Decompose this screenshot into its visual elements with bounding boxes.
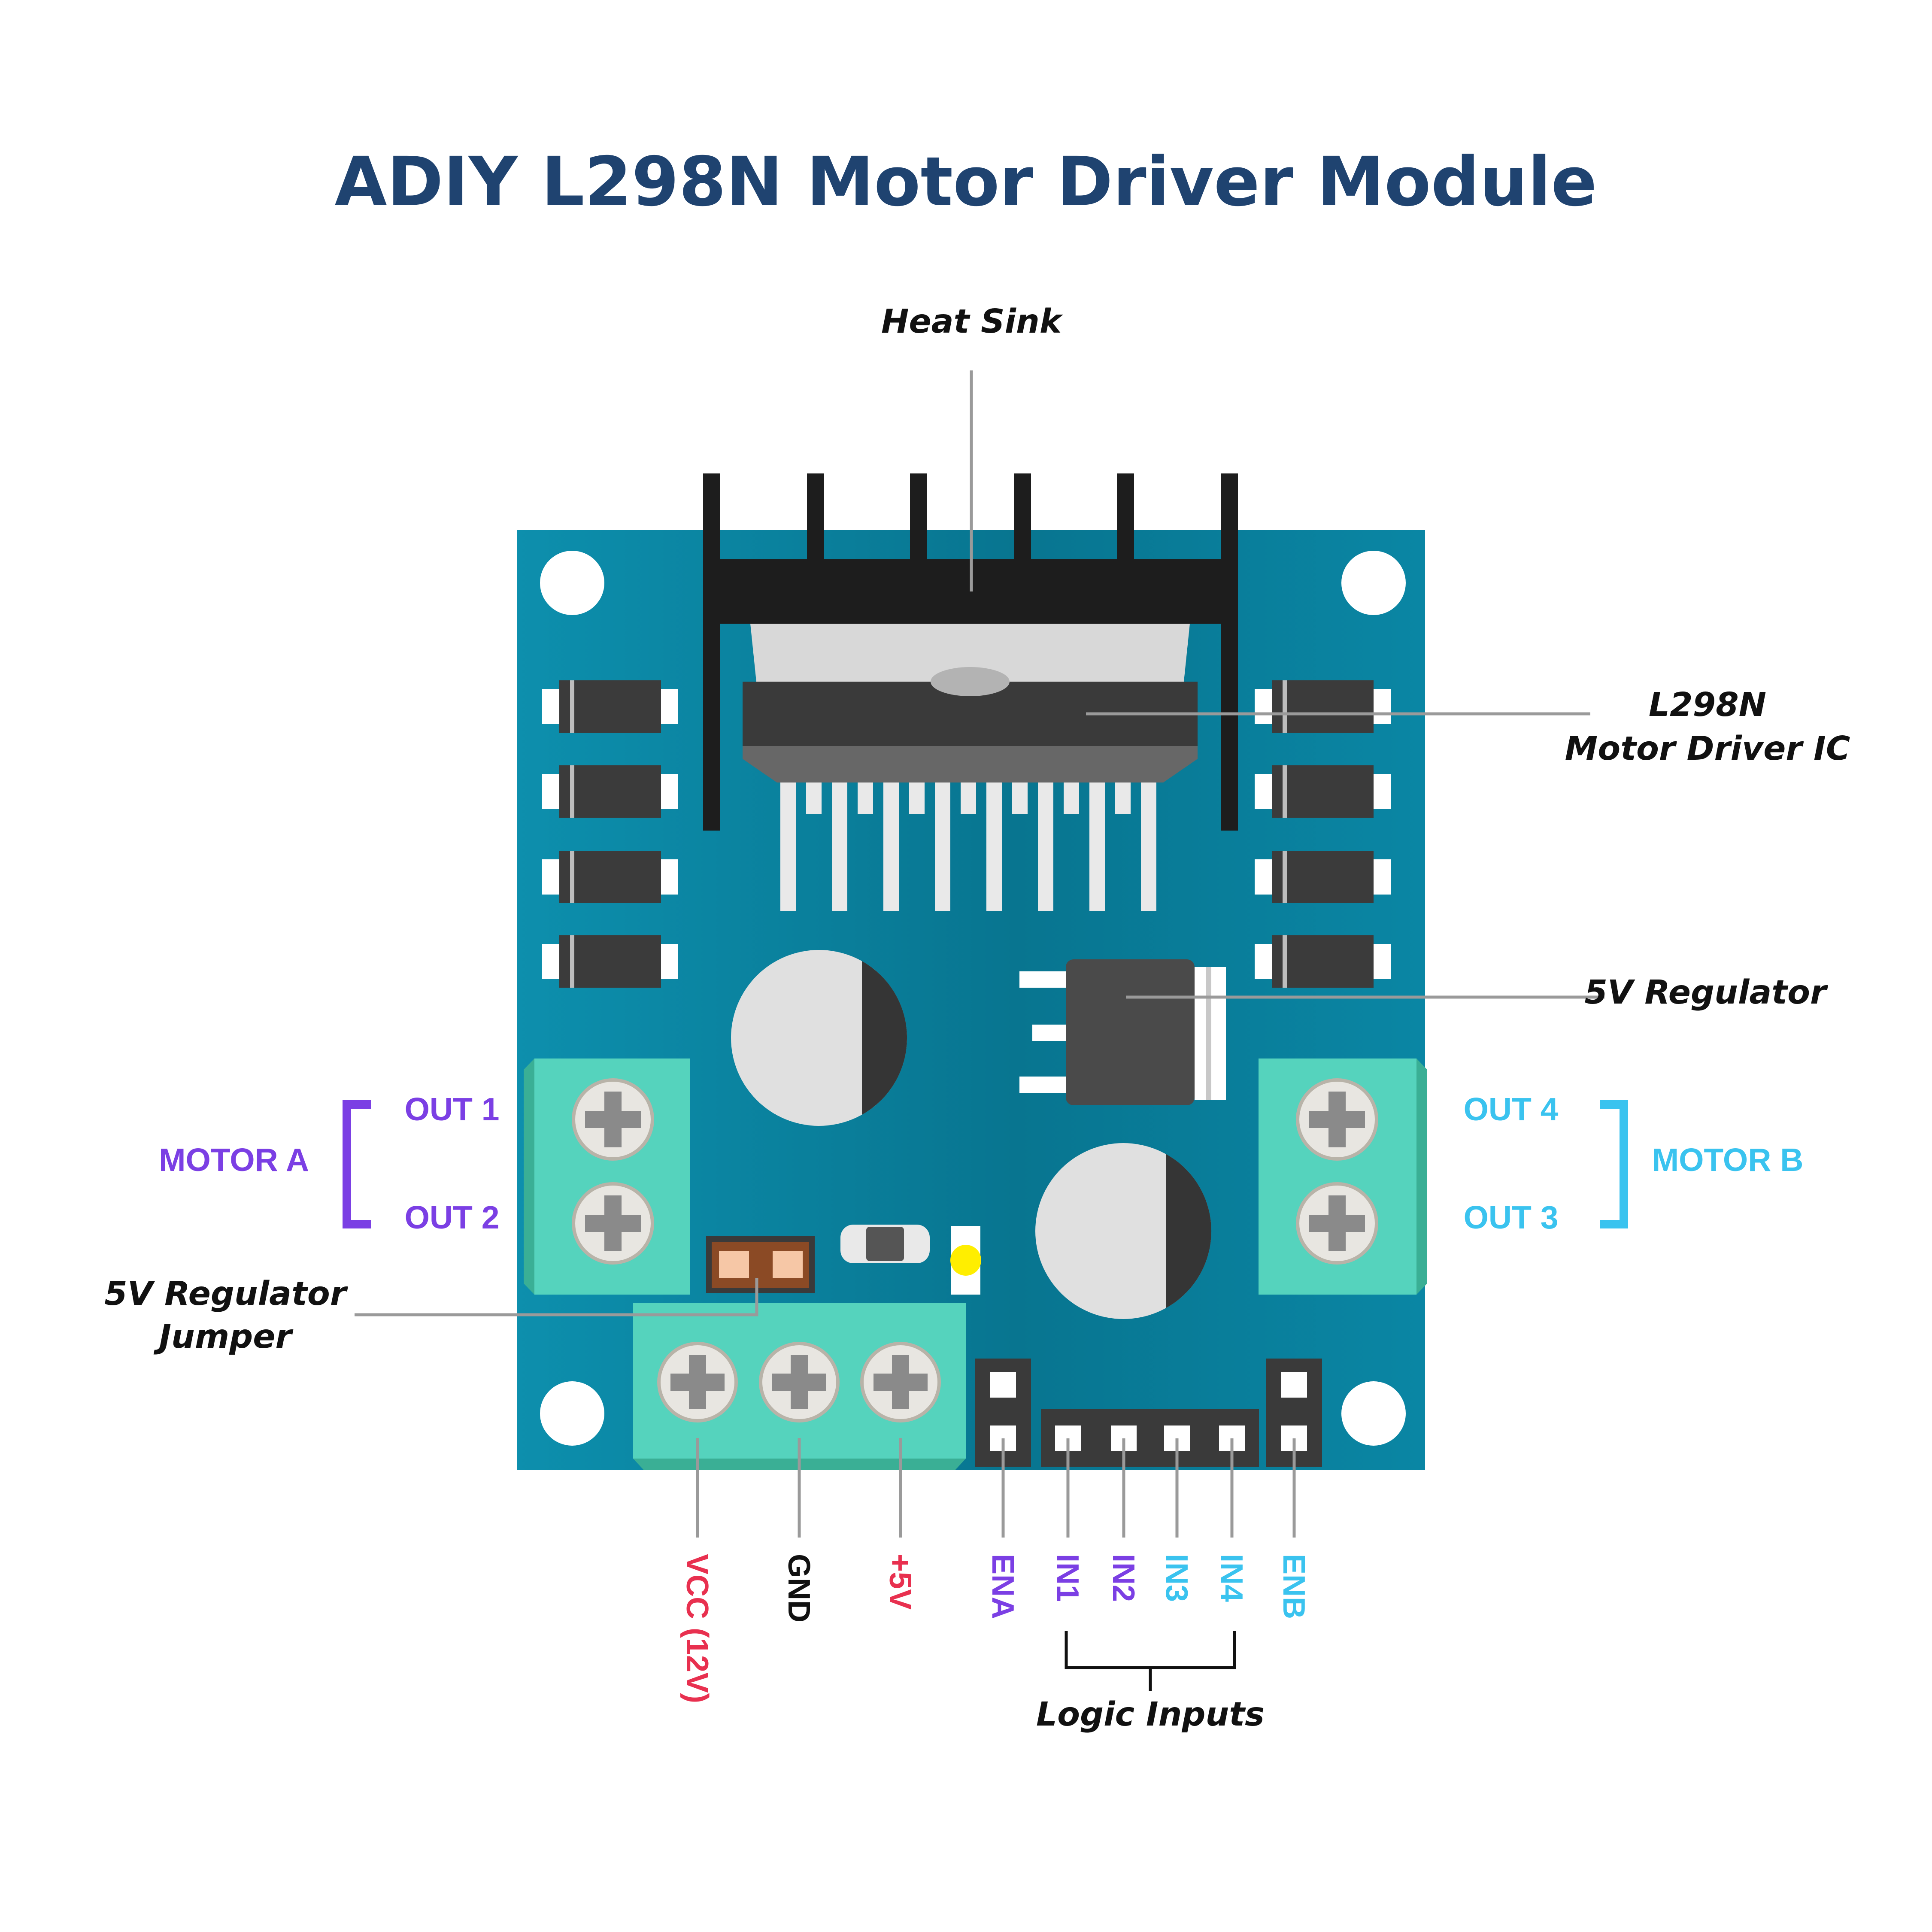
l298n-ic [743,624,1198,911]
diodes-left [542,680,678,988]
screw-out2 [572,1182,654,1265]
screw-5v [860,1342,941,1422]
screw-out1 [572,1078,654,1161]
capacitor-2 [1035,1143,1212,1319]
page-title: ADIY L298N Motor Driver Module [334,143,1597,221]
pin-label-in3: IN3 [1159,1554,1194,1602]
pin-label-vcc: VCC (12V) [680,1554,714,1703]
logic-inputs-bracket [1065,1631,1236,1691]
smd-resistor [840,1225,930,1263]
power-led [950,1226,981,1295]
out2-label: OUT 2 [405,1199,500,1235]
mounting-holes [540,551,1406,1446]
jumper-label-line1: 5V Regulator [104,1275,348,1313]
motor-a-label: MOTOR A [159,1142,309,1178]
screw-out4 [1296,1078,1378,1161]
heat-sink-label: Heat Sink [881,303,1064,341]
motor-a-bracket [343,1100,371,1228]
header-enb [1266,1359,1322,1467]
terminal-block-power [633,1303,966,1470]
out1-label: OUT 1 [405,1091,500,1127]
mounting-hole [540,551,604,615]
motor-b-label: MOTOR B [1652,1142,1804,1178]
out3-label: OUT 3 [1464,1199,1559,1235]
ic-label-line2: Motor Driver IC [1565,730,1850,768]
pin-label-in2: IN2 [1106,1554,1140,1602]
leader-lines [355,370,1604,1538]
terminal-block-motor-b [1259,1059,1427,1295]
mounting-hole [540,1381,604,1446]
ic-label-line1: L298N [1649,686,1766,724]
pin-label-in1: IN1 [1050,1554,1085,1602]
motor-b-bracket [1600,1100,1628,1228]
regulator-5v [1019,959,1226,1105]
pin-label-enb: ENB [1277,1554,1311,1619]
ic-pins [780,778,1156,911]
screw-vcc [657,1342,738,1422]
pin-label-gnd: GND [782,1554,816,1623]
screw-gnd [759,1342,840,1422]
pin-label-5v: +5V [883,1554,917,1610]
logic-inputs-label: Logic Inputs [1036,1695,1265,1734]
leader-jumper [355,1278,758,1316]
diodes-right [1255,680,1391,988]
header-logic-inputs [1041,1409,1259,1467]
mounting-hole [1341,1381,1406,1446]
jumper-label-line2: Jumper [153,1318,293,1356]
regulator-label: 5V Regulator [1584,974,1828,1012]
capacitor-1 [731,950,907,1126]
regulator-jumper [706,1236,815,1293]
screw-out3 [1296,1182,1378,1265]
terminal-block-motor-a [524,1059,690,1295]
out4-label: OUT 4 [1464,1091,1559,1127]
pin-label-ena: ENA [986,1554,1020,1619]
mounting-hole [1341,551,1406,615]
pin-label-in4: IN4 [1214,1554,1249,1602]
